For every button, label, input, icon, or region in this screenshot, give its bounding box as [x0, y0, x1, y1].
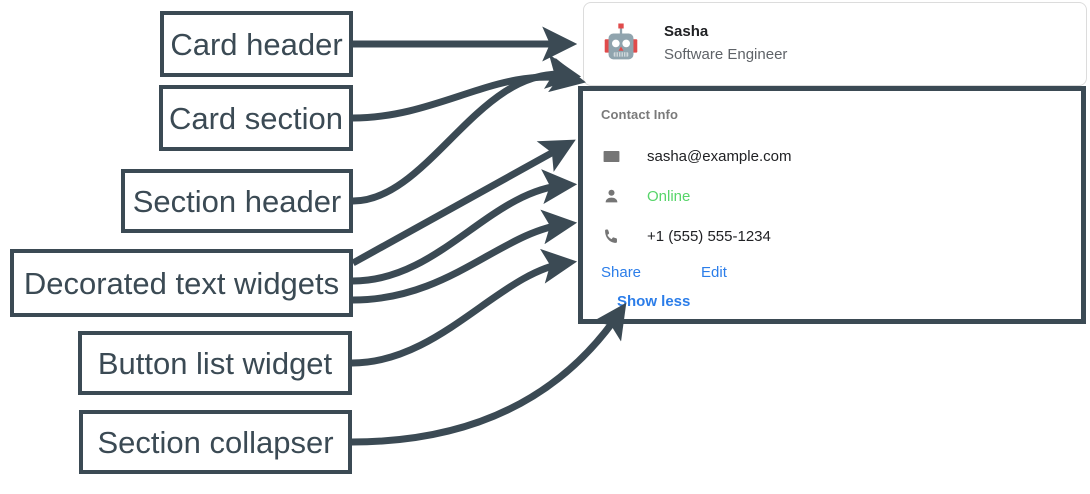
label-card-section-text: Card section [168, 100, 344, 136]
card-header-name: Sasha [664, 23, 709, 41]
decorated-text-row-email: sasha@example.com [601, 136, 1081, 176]
robot-avatar-icon [604, 23, 638, 60]
label-card-header: Card header [160, 11, 353, 77]
decorated-text-row-phone: +1 (555) 555-1234 [601, 216, 1081, 256]
card-header: Sasha Software Engineer [583, 2, 1087, 86]
arrow-decorated-text-1 [351, 139, 576, 267]
label-section-header-text: Section header [132, 183, 342, 219]
share-button[interactable]: Share [601, 264, 642, 281]
edit-button[interactable]: Edit [701, 264, 727, 281]
decorated-text-phone: +1 (555) 555-1234 [647, 227, 771, 245]
section-header-label: Contact Info [601, 107, 679, 122]
email-icon [601, 146, 621, 166]
arrow-section-collapser [351, 302, 627, 446]
show-less-button[interactable]: Show less [617, 293, 691, 310]
label-decorated-text-widgets-text: Decorated text widgets [23, 265, 340, 301]
card-section-inner: Contact Info sasha@example.com [583, 91, 1081, 311]
card-header-subtitle: Software Engineer [664, 45, 788, 63]
label-button-list-widget-text: Button list widget [97, 345, 333, 381]
arrow-decorated-text-3 [352, 209, 578, 304]
label-button-list-widget: Button list widget [78, 331, 352, 395]
person-icon [601, 186, 621, 206]
decorated-text-email: sasha@example.com [647, 147, 792, 165]
arrow-card-section [352, 57, 586, 122]
decorated-text-row-status: Online [601, 176, 1081, 216]
card-header-text-block: Sasha Software Engineer [664, 21, 787, 67]
status-badge-online: Online [647, 187, 691, 205]
phone-icon [601, 226, 621, 246]
label-section-collapser-text: Section collapser [97, 424, 334, 460]
arrow-decorated-text-2 [352, 169, 578, 285]
label-section-header: Section header [121, 169, 353, 233]
section-collapser-row: Show less [601, 293, 1081, 311]
card-section: Contact Info sasha@example.com [578, 86, 1086, 324]
label-decorated-text-widgets: Decorated text widgets [10, 249, 353, 317]
label-card-header-text: Card header [170, 26, 343, 62]
label-card-section: Card section [159, 85, 353, 151]
label-section-collapser: Section collapser [79, 410, 352, 474]
arrow-section-header [352, 54, 582, 205]
arrow-button-list [351, 248, 578, 367]
button-list-widget: Share Edit [601, 264, 1081, 281]
